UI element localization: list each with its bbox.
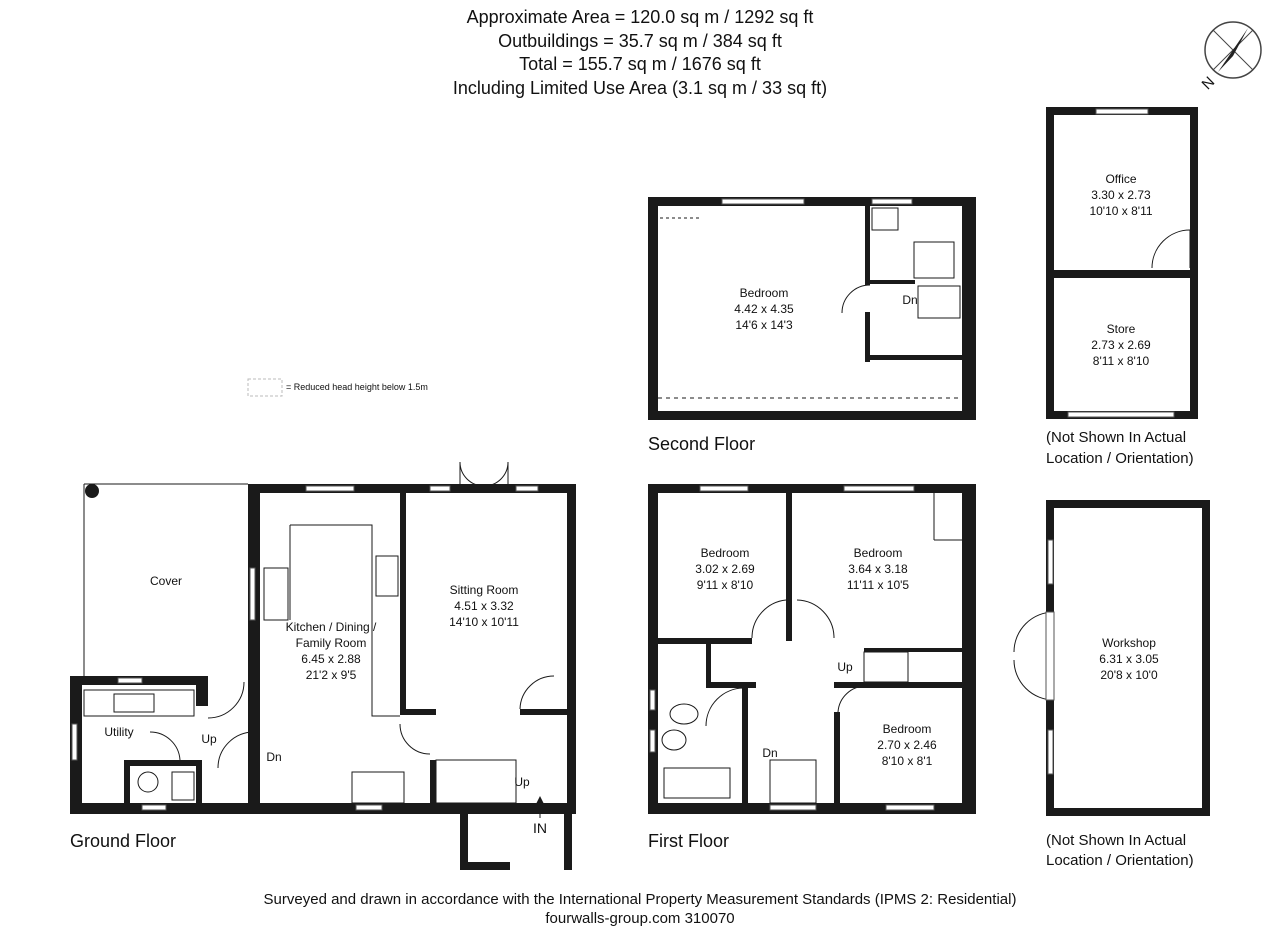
area-line-outbuildings: Outbuildings = 35.7 sq m / 384 sq ft — [498, 30, 782, 51]
footer-standards: Surveyed and drawn in accordance with th… — [263, 891, 1017, 908]
stairs-up-ground-hall: Up — [514, 775, 530, 789]
room-utility-name: Utility — [104, 725, 133, 739]
room-bedroom-second-metric: 4.42 x 4.35 — [734, 302, 794, 316]
entrance-label: IN — [533, 820, 547, 836]
room-kitchen-metric: 6.45 x 2.88 — [301, 652, 361, 666]
footer: Surveyed and drawn in accordance with th… — [0, 890, 1280, 928]
room-kitchen-line2: Family Room — [296, 636, 367, 650]
room-bedroom-second-imperial: 14'6 x 14'3 — [735, 318, 793, 332]
label-first-floor: First Floor — [648, 831, 729, 851]
note-workshop-line1: (Not Shown In Actual — [1046, 832, 1186, 849]
compass-label: N — [1199, 74, 1219, 94]
note-office-store-line1: (Not Shown In Actual — [1046, 429, 1186, 446]
room-bedroom-first-b-imperial: 11'11 x 10'5 — [847, 578, 910, 592]
compass-icon: N — [1199, 21, 1262, 94]
note-office-store-line2: Location / Orientation) — [1046, 450, 1194, 467]
area-line-total: Total = 155.7 sq m / 1676 sq ft — [519, 54, 761, 74]
ground-floor-plan: Up Up Dn IN — [70, 461, 576, 870]
room-sitting-imperial: 14'10 x 10'11 — [449, 615, 519, 629]
stairs-dn-ground: Dn — [266, 750, 281, 764]
room-store-metric: 2.73 x 2.69 — [1091, 338, 1151, 352]
stairs-dn-second: Dn — [902, 293, 917, 307]
room-office-imperial: 10'10 x 8'11 — [1089, 204, 1152, 218]
label-second-floor: Second Floor — [648, 434, 755, 454]
room-office-name: Office — [1105, 172, 1136, 186]
workshop-plan — [1013, 500, 1210, 816]
note-workshop-line2: Location / Orientation) — [1046, 852, 1194, 869]
footer-reference: fourwalls-group.com 310070 — [545, 910, 735, 927]
stairs-dn-first: Dn — [762, 746, 777, 760]
legend: = Reduced head height below 1.5m — [247, 378, 428, 397]
room-bedroom-first-c-name: Bedroom — [883, 722, 932, 736]
room-store-name: Store — [1107, 322, 1136, 336]
room-store-imperial: 8'11 x 8'10 — [1093, 354, 1150, 368]
second-floor-plan: Dn — [648, 197, 976, 420]
room-kitchen-imperial: 21'2 x 9'5 — [306, 668, 357, 682]
room-bedroom-first-b-name: Bedroom — [854, 546, 903, 560]
area-line-approx: Approximate Area = 120.0 sq m / 1292 sq … — [466, 7, 814, 27]
room-bedroom-first-a-imperial: 9'11 x 8'10 — [697, 578, 754, 592]
room-workshop-name: Workshop — [1102, 636, 1156, 650]
room-sitting-metric: 4.51 x 3.32 — [454, 599, 514, 613]
room-bedroom-second-name: Bedroom — [740, 286, 789, 300]
area-summary: Approximate Area = 120.0 sq m / 1292 sq … — [0, 6, 1280, 100]
legend-text: = Reduced head height below 1.5m — [286, 382, 428, 392]
stairs-up-ground-utility: Up — [201, 732, 217, 746]
room-bedroom-first-a-metric: 3.02 x 2.69 — [695, 562, 755, 576]
office-store-plan — [1046, 107, 1198, 419]
room-bedroom-first-c-imperial: 8'10 x 8'1 — [882, 754, 933, 768]
room-office-metric: 3.30 x 2.73 — [1091, 188, 1151, 202]
room-workshop-metric: 6.31 x 3.05 — [1099, 652, 1159, 666]
area-line-limited-use: Including Limited Use Area (3.1 sq m / 3… — [452, 77, 828, 98]
room-bedroom-first-c-metric: 2.70 x 2.46 — [877, 738, 937, 752]
label-ground-floor: Ground Floor — [70, 831, 176, 851]
first-floor-plan: Up Dn — [648, 484, 976, 814]
room-kitchen-line1: Kitchen / Dining / — [286, 620, 377, 634]
room-bedroom-first-b-metric: 3.64 x 3.18 — [848, 562, 908, 576]
room-cover-name: Cover — [150, 574, 182, 588]
stairs-up-first: Up — [837, 660, 853, 674]
room-sitting-name: Sitting Room — [450, 583, 519, 597]
room-workshop-imperial: 20'8 x 10'0 — [1100, 668, 1158, 682]
room-bedroom-first-a-name: Bedroom — [701, 546, 750, 560]
